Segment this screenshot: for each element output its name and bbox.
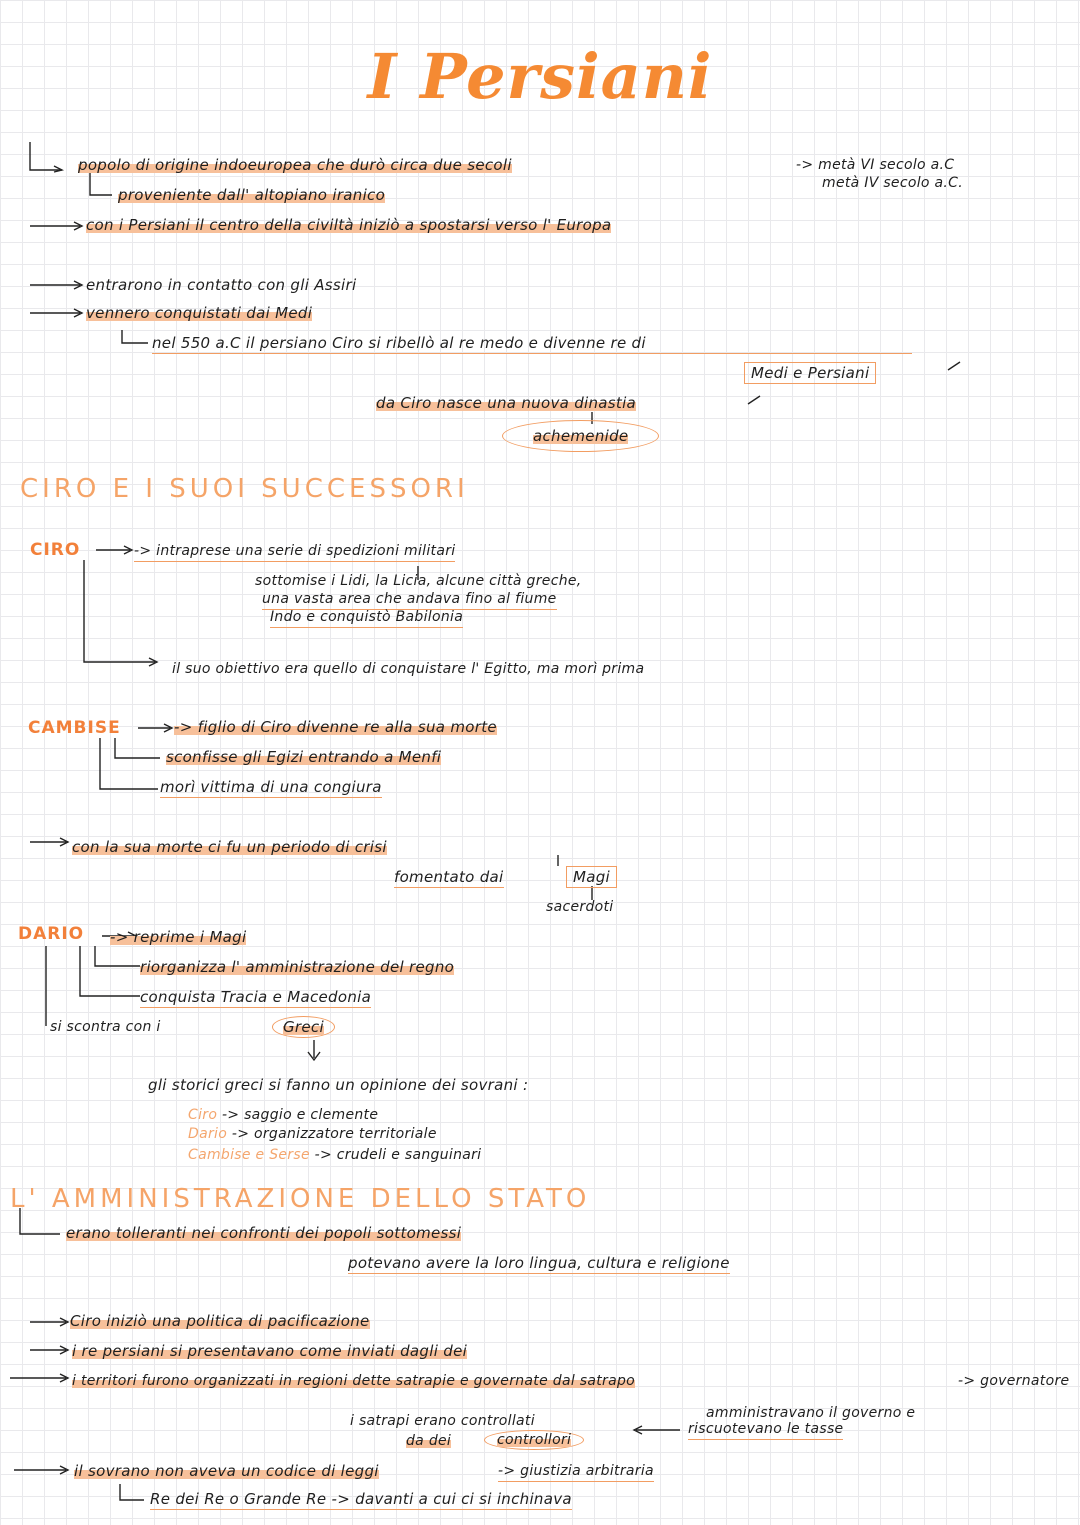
intro-line-1: popolo di origine indoeuropea che durò c… — [78, 156, 512, 174]
dario-line-d: si scontra con i — [50, 1019, 161, 1035]
opinion-ciro: Ciro -> saggio e clemente — [188, 1107, 379, 1123]
crisi-line-a: con la sua morte ci fu un periodo di cri… — [72, 838, 387, 856]
amm-line-a: erano tolleranti nei confronti dei popol… — [66, 1224, 462, 1242]
intro-note-1: -> metà VI secolo a.C — [796, 157, 955, 173]
dario-line-c: conquista Tracia e Macedonia — [140, 988, 372, 1008]
intro-line-3: con i Persiani il centro della civiltà i… — [86, 216, 612, 234]
ciro-line-c: il suo obiettivo era quello di conquista… — [172, 661, 645, 677]
amm-line-g2: riscuotevano le tasse — [688, 1420, 844, 1440]
crisi-line-b: fomentato dai — [394, 868, 504, 888]
intro-line-5: vennero conquistati dai Medi — [86, 304, 313, 322]
medi-persiani-box: Medi e Persiani — [744, 362, 877, 384]
cambise-label: CAMBISE — [28, 718, 121, 738]
achemenide-oval: achemenide — [502, 420, 660, 452]
intro-line-7: da Ciro nasce una nuova dinastia — [376, 394, 637, 412]
amm-line-d: i re persiani si presentavano come invia… — [72, 1342, 468, 1360]
dario-line-b: riorganizza l' amministrazione del regno — [140, 958, 455, 976]
ciro-line-b2: una vasta area che andava fino al fiume — [262, 590, 557, 610]
amm-line-f2: da dei — [406, 1433, 452, 1449]
cambise-line-a: -> figlio di Ciro divenne re alla sua mo… — [174, 718, 497, 736]
dario-label: DARIO — [18, 924, 85, 944]
arrowhead — [53, 165, 65, 173]
greci-circle: Greci — [272, 1016, 335, 1038]
intro-note-2: metà IV secolo a.C. — [822, 175, 963, 191]
ciro-label: CIRO — [30, 540, 81, 560]
arrow-intro — [29, 142, 62, 171]
dario-line-a: -> reprime i Magi — [110, 928, 247, 946]
intro-line-2: proveniente dall' altopiano iranico — [118, 186, 386, 204]
crisi-line-c: sacerdoti — [546, 899, 614, 915]
page-title: I Persiani — [367, 40, 713, 113]
section-heading-ciro: CIRO E I SUOI SUCCESSORI — [20, 474, 469, 504]
amm-line-i: Re dei Re o Grande Re -> davanti a cui c… — [150, 1490, 572, 1510]
ciro-line-b1: sottomise i Lidi, la Licia, alcune città… — [255, 573, 582, 589]
ciro-line-b3: Indo e conquistò Babilonia — [270, 608, 464, 628]
amm-line-g1: amministravano il governo e — [706, 1405, 916, 1421]
dario-line-e: gli storici greci si fanno un opinione d… — [148, 1076, 529, 1094]
cambise-line-b: sconfisse gli Egizi entrando a Menfi — [166, 748, 442, 766]
amm-note-e: -> governatore — [958, 1373, 1070, 1389]
ciro-line-a: -> intraprese una serie di spedizioni mi… — [134, 542, 456, 562]
opinion-dario: Dario -> organizzatore territoriale — [188, 1126, 437, 1142]
cambise-line-c: morì vittima di una congiura — [160, 778, 382, 798]
amm-line-f: i satrapi erano controllati — [350, 1413, 535, 1429]
intro-line-4: entrarono in contatto con gli Assiri — [86, 276, 357, 294]
amm-note-h: -> giustizia arbitraria — [498, 1462, 654, 1482]
section-heading-amministrazione: L' AMMINISTRAZIONE DELLO STATO — [10, 1184, 591, 1214]
amm-line-c: Ciro iniziò una politica di pacificazion… — [70, 1312, 370, 1330]
amm-line-b: potevano avere la loro lingua, cultura e… — [348, 1254, 730, 1274]
amm-line-e: i territori furono organizzati in region… — [72, 1373, 636, 1389]
intro-line-6: nel 550 a.C il persiano Ciro si ribellò … — [152, 334, 912, 354]
opinion-cambise-serse: Cambise e Serse -> crudeli e sanguinari — [188, 1147, 482, 1163]
controllori-oval: controllori — [484, 1430, 585, 1450]
magi-box: Magi — [566, 866, 618, 888]
amm-line-h: il sovrano non aveva un codice di leggi — [74, 1462, 379, 1480]
